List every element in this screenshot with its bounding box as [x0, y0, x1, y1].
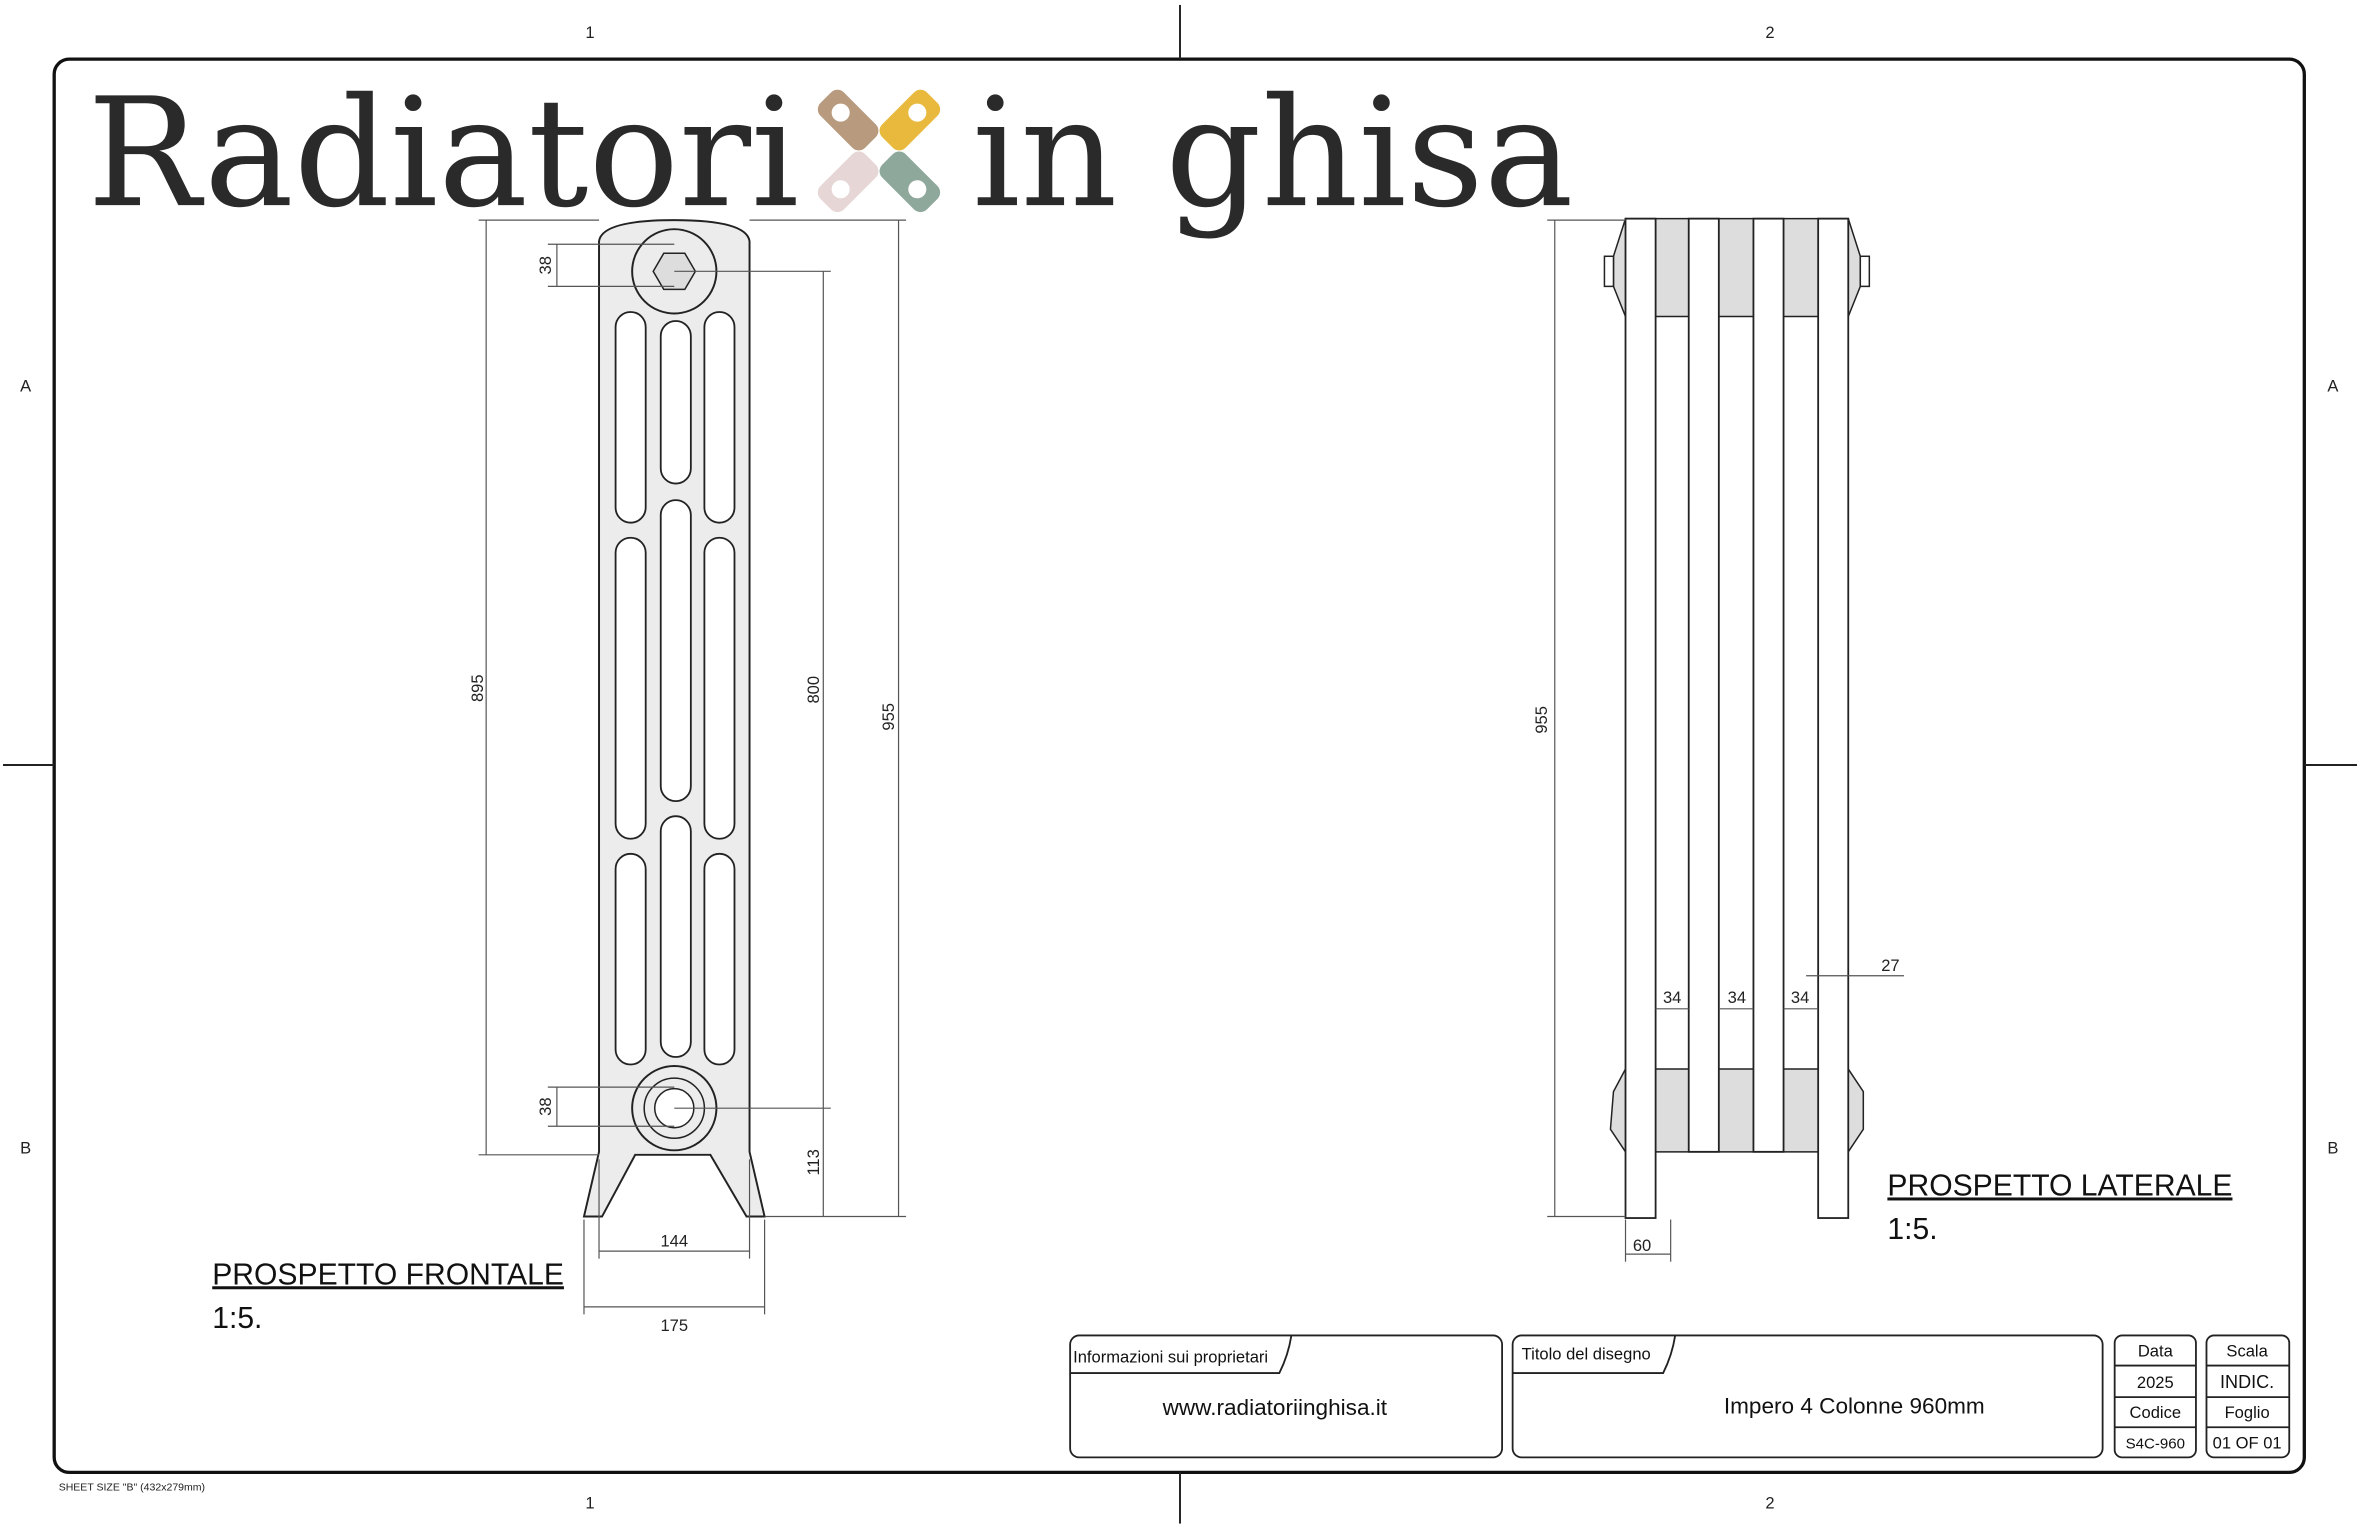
front-view: 895 800 955 113 38 38 144 175 PROSPETTO …	[212, 219, 907, 1335]
brand-title-left: Radiatori	[87, 66, 799, 241]
logo-icon	[817, 89, 941, 213]
dim-800: 800	[804, 676, 823, 704]
dim-gap-3: 34	[1791, 988, 1809, 1007]
dim-side-955: 955	[1532, 706, 1551, 734]
owner-value: www.radiatoriinghisa.it	[1162, 1395, 1388, 1420]
side-view-scale: 1:5.	[1887, 1213, 1937, 1246]
dim-gap-1: 34	[1663, 988, 1681, 1007]
row-label-b: B	[20, 1138, 31, 1157]
brand-title-right: in ghisa	[972, 66, 1573, 241]
title-value: Impero 4 Colonne 960mm	[1724, 1394, 1985, 1419]
row-label-a-right: A	[2327, 377, 2338, 396]
code-label: Codice	[2130, 1403, 2182, 1422]
sheet-value: 01 OF 01	[2213, 1433, 2282, 1452]
dim-895: 895	[468, 674, 487, 702]
date-label: Data	[2138, 1342, 2174, 1361]
dim-175: 175	[660, 1316, 688, 1335]
dim-gap-2: 34	[1728, 988, 1746, 1007]
dim-144: 144	[660, 1232, 688, 1251]
col-label-1-bottom: 1	[585, 1494, 594, 1513]
dim-955: 955	[879, 703, 898, 731]
front-view-label: PROSPETTO FRONTALE	[212, 1258, 564, 1291]
title-block-text: Informazioni sui proprietari www.radiato…	[1073, 1342, 2281, 1453]
scale-label: Scala	[2226, 1342, 2268, 1361]
owner-label: Informazioni sui proprietari	[1073, 1348, 1268, 1367]
dim-38-top: 38	[536, 256, 555, 274]
date-value: 2025	[2137, 1373, 2174, 1392]
title-label: Titolo del disegno	[1522, 1345, 1651, 1364]
row-label-a: A	[20, 377, 31, 396]
dim-113: 113	[804, 1149, 823, 1175]
title-block	[1069, 1334, 2291, 1459]
sheet-label: Foglio	[2225, 1403, 2270, 1422]
side-view-label: PROSPETTO LATERALE	[1887, 1169, 2232, 1202]
code-value: S4C-960	[2126, 1435, 2185, 1452]
sheet-frame: 1 2 1 2 A B A B SHEET SIZE "B" (432x279m…	[3, 4, 2357, 1524]
row-label-b-right: B	[2327, 1138, 2338, 1157]
col-label-2: 2	[1765, 23, 1774, 42]
side-view: 955 34 34 34 27 60 PROSPETTO LATERALE 1:…	[1532, 217, 2232, 1262]
scale-value: INDIC.	[2220, 1372, 2274, 1392]
col-label-1: 1	[585, 23, 594, 42]
front-view-scale: 1:5.	[212, 1302, 262, 1335]
dim-column: 27	[1881, 956, 1899, 975]
dim-38-bottom: 38	[536, 1097, 555, 1115]
dim-depth: 60	[1633, 1236, 1651, 1255]
col-label-2-bottom: 2	[1765, 1494, 1774, 1513]
sheet-size: SHEET SIZE "B" (432x279mm)	[59, 1481, 205, 1493]
